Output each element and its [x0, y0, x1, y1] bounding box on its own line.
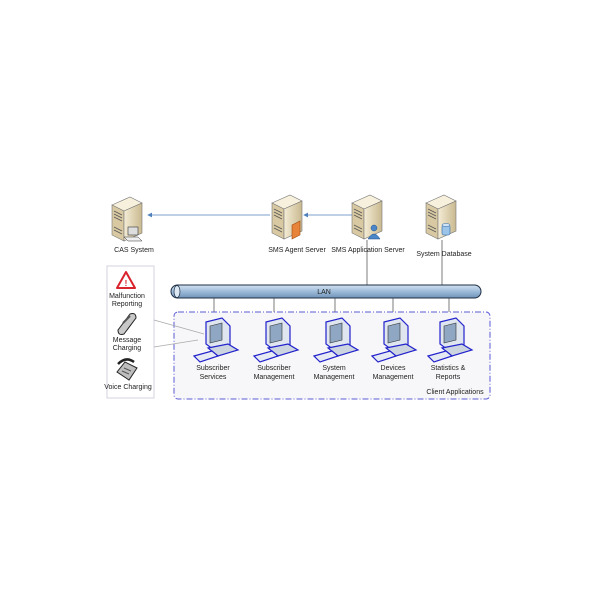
- sms-app-label: SMS Application Server: [331, 247, 405, 254]
- panel-link: [153, 339, 199, 348]
- malfunction-label: Malfunction: [109, 293, 145, 300]
- lan-label: LAN: [317, 289, 331, 296]
- message-charging-label: Charging: [113, 345, 142, 352]
- client-label: Subscriber: [196, 365, 230, 372]
- system-database-label: System Database: [416, 251, 471, 258]
- svg-text:!: !: [125, 279, 128, 288]
- message-charging-label: Message: [113, 337, 142, 344]
- malfunction-label: Reporting: [112, 301, 142, 308]
- telephone-icon: [116, 358, 138, 381]
- client-label: Management: [254, 374, 295, 381]
- client-label: Statistics &: [431, 365, 466, 372]
- client-label: Management: [373, 374, 414, 381]
- cas-server-icon: [111, 196, 143, 242]
- client-label: System: [322, 365, 346, 372]
- client-label: Management: [314, 374, 355, 381]
- lan-bus: [170, 284, 482, 299]
- system-database-server-icon: [425, 194, 457, 240]
- warning-triangle-icon: !: [116, 271, 136, 289]
- sms-agent-server-icon: [271, 194, 303, 240]
- sms-agent-label: SMS Agent Server: [268, 247, 326, 254]
- panel-link: [153, 319, 205, 335]
- client-links: [213, 298, 450, 313]
- client-applications-label: Client Applications: [426, 389, 484, 396]
- client-label: Devices: [381, 365, 406, 372]
- client-label: Services: [200, 374, 227, 381]
- voice-charging-label: Voice Charging: [104, 384, 152, 391]
- client-label: Reports: [436, 374, 461, 381]
- sms-app-server-icon: [351, 194, 383, 240]
- client-label: Subscriber: [257, 365, 291, 372]
- mobile-phone-icon: [117, 313, 137, 335]
- cas-label: CAS System: [114, 247, 154, 254]
